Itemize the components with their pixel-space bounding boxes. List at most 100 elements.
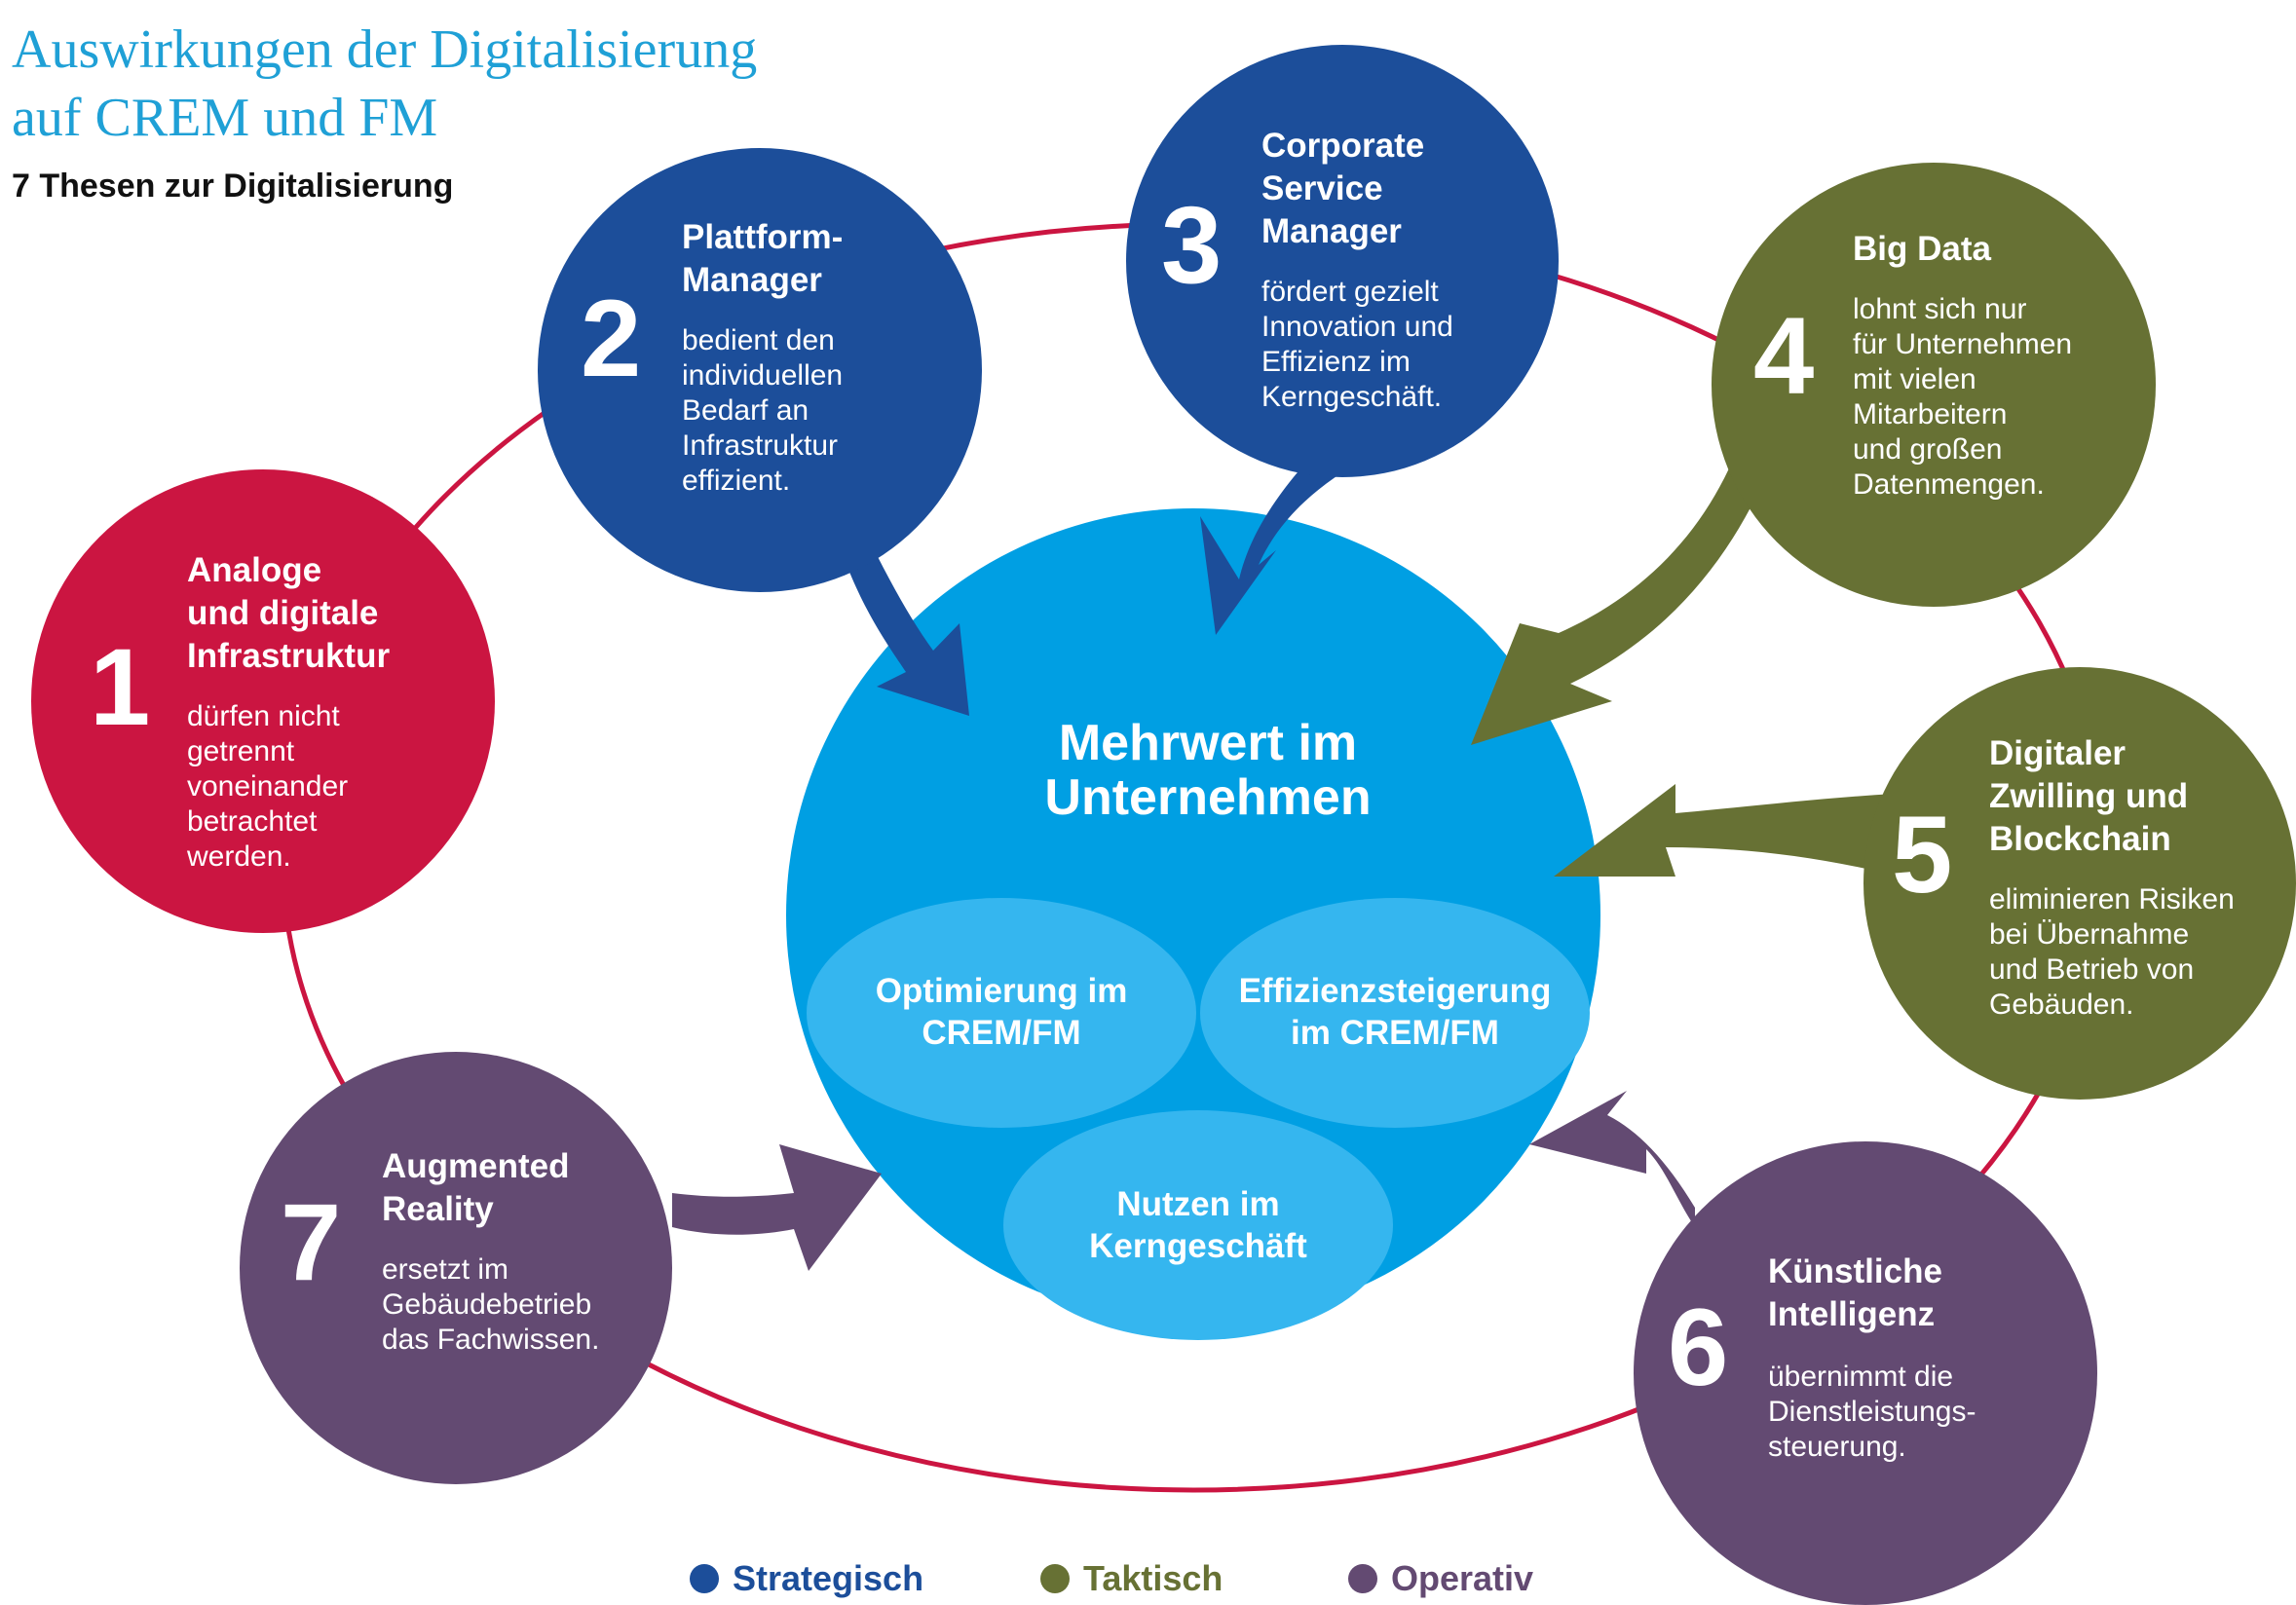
center-part-line: Effizienzsteigerung [1238,972,1552,1010]
thesis-title-line: Service [1261,169,1383,207]
thesis-text-line: dürfen nicht [187,700,340,732]
thesis-1-number: 1 [90,626,151,748]
center-part-nutzen-ellipse [1003,1110,1393,1340]
thesis-title-line: Augmented [382,1147,570,1185]
thesis-title-line: Künstliche [1768,1252,1942,1290]
thesis-6-number: 6 [1668,1287,1729,1408]
center-title-line-2: Unternehmen [1044,769,1372,826]
thesis-4-number: 4 [1753,295,1815,417]
thesis-text-line: lohnt sich nur [1853,293,2027,325]
thesis-circle-1 [31,469,495,933]
thesis-text-line: individuellen [682,359,844,392]
thesis-1-title: Analoge und digitale Infrastruktur [187,549,390,678]
title-line-1: Auswirkungen der Digitalisierung [12,19,758,80]
thesis-7-number: 7 [281,1181,342,1303]
thesis-title-line: Plattform- [682,218,844,256]
thesis-circle-5 [1863,667,2296,1100]
arrow-5 [1554,784,1900,877]
thesis-text-line: getrennt [187,735,295,767]
thesis-text-line: effizient. [682,465,791,497]
thesis-text-line: Mitarbeitern [1853,398,2008,430]
thesis-7-title: Augmented Reality [382,1145,570,1231]
center-title-line-1: Mehrwert im [1058,715,1358,771]
thesis-2-number: 2 [581,278,642,399]
center-part-line: Optimierung im [875,972,1128,1010]
title-line-2: auf CREM und FM [12,88,438,148]
thesis-text-line: Infrastruktur [682,429,839,462]
thesis-title-line: Big Data [1853,230,1991,268]
thesis-circle-3 [1126,45,1559,477]
thesis-3-title: Corporate Service Manager [1261,125,1424,253]
thesis-4-title: Big Data [1853,228,1991,271]
center-part-optimierung: Optimierung im CREM/FM [846,970,1157,1054]
legend-item-operativ: Operativ [1348,1558,1534,1598]
center-part-line: Nutzen im [1116,1185,1280,1223]
arrow-2 [833,516,969,716]
thesis-text-line: steuerung. [1768,1431,1906,1463]
thesis-text-line: voneinander [187,770,349,802]
legend-label: Taktisch [1083,1558,1223,1598]
legend-dot [1348,1564,1377,1593]
thesis-2-text: bedient den individuellen Bedarf an Infr… [682,323,843,499]
thesis-text-line: Dienstleistungs- [1768,1396,1976,1428]
thesis-title-line: Infrastruktur [187,637,391,675]
thesis-title-line: Blockchain [1989,820,2171,858]
thesis-text-line: und großen [1853,433,2003,466]
thesis-5-title: Digitaler Zwilling und Blockchain [1989,732,2188,861]
center-part-line: CREM/FM [922,1014,1081,1052]
thesis-4-text: lohnt sich nur für Unternehmen mit viele… [1853,292,2072,503]
arrow-7 [672,1144,882,1271]
thesis-3-number: 3 [1161,184,1223,306]
thesis-text-line: werden. [187,840,291,873]
thesis-title-line: Analoge [187,551,322,589]
thesis-title-line: Manager [1261,212,1402,250]
thesis-title-line: Intelligenz [1768,1295,1936,1333]
thesis-text-line: Gebäuden. [1989,989,2134,1021]
thesis-text-line: mit vielen [1853,363,1976,395]
thesis-circle-2 [538,148,982,592]
thesis-2-title: Plattform- Manager [682,216,843,302]
thesis-text-line: bedient den [682,324,835,356]
thesis-title-line: Digitaler [1989,734,2127,772]
thesis-6-text: übernimmt die Dienstleistungs- steuerung… [1768,1360,1976,1465]
thesis-3-text: fördert gezielt Innovation und Effizienz… [1261,275,1453,415]
page-subtitle: 7 Thesen zur Digitalisierung [12,168,454,205]
thesis-text-line: eliminieren Risiken [1989,883,2235,915]
arrow-3 [1200,458,1342,635]
thesis-text-line: übernimmt die [1768,1361,1954,1393]
thesis-title-line: Corporate [1261,127,1425,165]
thesis-text-line: bei Übernahme [1989,918,2190,951]
center-part-line: Kerngeschäft [1089,1227,1307,1265]
arrow-4 [1471,419,1783,745]
thesis-text-line: und Betrieb von [1989,953,2195,986]
thesis-text-line: ersetzt im [382,1253,509,1286]
thesis-text-line: fördert gezielt [1261,276,1439,308]
thesis-text-line: Bedarf an [682,394,809,427]
center-part-nutzen: Nutzen im Kerngeschäft [1042,1183,1354,1267]
thesis-circle-6 [1634,1141,2097,1605]
center-part-optimierung-ellipse [807,898,1196,1128]
center-part-effizienz-ellipse [1200,898,1590,1128]
thesis-circle-4 [1712,163,2156,607]
thesis-7-text: ersetzt im Gebäudebetrieb das Fachwissen… [382,1252,599,1358]
center-title: Mehrwert im Unternehmen [974,716,1442,825]
legend-label: Operativ [1391,1558,1534,1598]
page-title: Auswirkungen der Digitalisierung auf CRE… [12,16,757,152]
thesis-6-title: Künstliche Intelligenz [1768,1250,1942,1336]
thesis-text-line: das Fachwissen. [382,1324,600,1356]
thesis-title-line: und digitale [187,594,379,632]
thesis-5-text: eliminieren Risiken bei Übernahme und Be… [1989,882,2235,1023]
legend-label: Strategisch [733,1558,924,1598]
thesis-1-text: dürfen nicht getrennt voneinander betrac… [187,699,348,875]
legend-dot [1040,1564,1070,1593]
thesis-text-line: Gebäudebetrieb [382,1288,592,1321]
legend-item-taktisch: Taktisch [1040,1558,1223,1598]
thesis-text-line: Kerngeschäft. [1261,381,1443,413]
center-part-line: im CREM/FM [1291,1014,1499,1052]
thesis-title-line: Manager [682,261,822,299]
thesis-text-line: Datenmengen. [1853,468,2045,501]
legend-item-strategisch: Strategisch [690,1558,924,1598]
thesis-title-line: Zwilling und [1989,777,2189,815]
